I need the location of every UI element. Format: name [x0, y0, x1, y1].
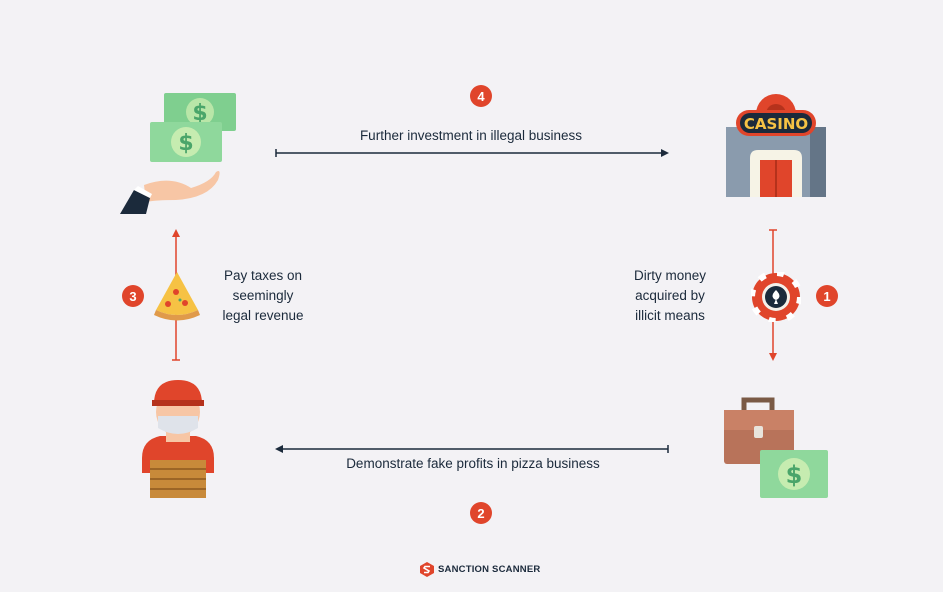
svg-text:CASINO: CASINO [744, 115, 808, 133]
step-3-line: legal revenue [222, 308, 304, 323]
step-2-label: Demonstrate fake profits in pizza busine… [346, 456, 600, 471]
pizza-delivery-man-icon [142, 380, 214, 498]
step-3-label: Pay taxes on seemingly legal revenue [208, 266, 318, 326]
briefcase-with-money-icon: $ [724, 397, 828, 498]
step-3-line: Pay taxes on [223, 268, 303, 283]
step-4-label: Further investment in illegal business [359, 128, 583, 143]
arrow-bottom-left [275, 445, 669, 453]
step-1-label: Dirty money acquired by illicit means [620, 266, 720, 326]
step-1-line: illicit means [635, 308, 705, 323]
hand-with-money-icon: $ $ [120, 93, 236, 214]
poker-chip-icon [751, 272, 801, 322]
step-1-line: Dirty money [633, 268, 706, 283]
step-1-line: acquired by [635, 288, 705, 303]
arrow-top-right [275, 149, 669, 157]
svg-text:$: $ [786, 461, 803, 489]
svg-text:$: $ [192, 101, 207, 126]
step-badge-1: 1 [816, 285, 838, 307]
svg-text:$: $ [178, 131, 193, 156]
step-badge-3: 3 [122, 285, 144, 307]
brand-name: SANCTION SCANNER [438, 564, 541, 575]
casino-icon: CASINO [726, 94, 826, 197]
step-badge-4: 4 [470, 85, 492, 107]
step-3-line: seemingly [232, 288, 294, 303]
sanction-scanner-logo-icon [420, 562, 434, 577]
step-badge-2: 2 [470, 502, 492, 524]
brand-logo: SANCTION SCANNER [420, 562, 540, 577]
pizza-slice-icon [154, 272, 200, 321]
